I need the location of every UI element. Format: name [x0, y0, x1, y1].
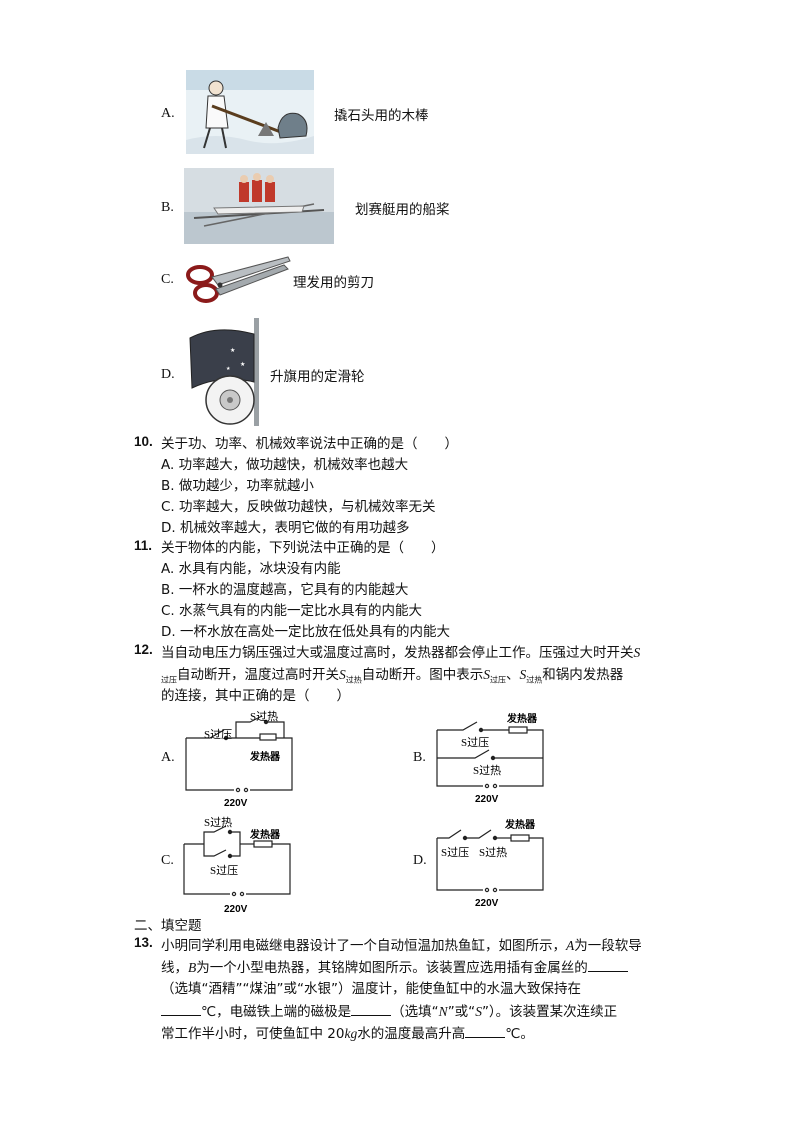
- circuit-c-diagram: S过热 发热器 S过压 220V: [183, 816, 291, 914]
- choice-c: C. 水蒸气具有的内能一定比水具有的内能大: [161, 603, 423, 619]
- option-letter: B.: [161, 200, 174, 215]
- q13-line3: （选填“酒精”“煤油”或“水银”）温度计，能使鱼缸中的水温大致保持在: [161, 981, 581, 997]
- svg-text:S过压: S过压: [441, 846, 469, 859]
- voltage-label: 220V: [224, 798, 248, 809]
- circuit-d-diagram: 发热器 S过压 S过热 220V: [436, 818, 544, 909]
- q13-line4: ℃，电磁铁上端的磁极是（选填“N”或“S”）。该装置某次连续正: [161, 1001, 617, 1023]
- svg-text:发热器: 发热器: [506, 712, 538, 725]
- circuit-b-diagram: 发热器 S过压 S过热 220V: [436, 712, 544, 805]
- option-letter: A.: [161, 106, 175, 121]
- svg-text:★: ★: [230, 347, 235, 354]
- svg-text:220V: 220V: [224, 904, 248, 914]
- option-letter: B.: [413, 750, 426, 765]
- question-number: 11.: [134, 538, 153, 553]
- question-number: 13.: [134, 935, 153, 950]
- s-guore-label: S过热: [250, 710, 278, 723]
- question-number: 12.: [134, 642, 153, 657]
- svg-text:S过压: S过压: [210, 864, 238, 877]
- svg-text:发热器: 发热器: [504, 818, 536, 831]
- question-stem-line2: 过压自动断开，温度过高时开关S过热自动断开。图中表示S过压、S过热和锅内发热器: [161, 667, 624, 685]
- question-stem-line1: 当自动电压力锅压强过大或温度过高时，发热器都会停止工作。压强过大时开关S: [161, 645, 641, 661]
- option-letter: D.: [413, 853, 427, 868]
- question-stem-line3: 的连接，其中正确的是（ ）: [161, 688, 350, 704]
- lever-photo-icon: [186, 70, 314, 154]
- choice-b: B. 一杯水的温度越高，它具有的内能越大: [161, 582, 409, 598]
- svg-text:S过热: S过热: [204, 816, 232, 829]
- q13-line2: 线，B为一个小型电热器，其铭牌如图所示。该装置应选用插有金属丝的: [161, 957, 628, 979]
- answer-blank[interactable]: [587, 958, 628, 972]
- flag-pulley-photo-icon: ★ ★ ★: [189, 318, 259, 426]
- svg-text:220V: 220V: [475, 794, 499, 805]
- q13-line5: 常工作半小时，可使鱼缸中 20kg水的温度最高升高℃。: [161, 1024, 534, 1042]
- option-caption: 理发用的剪刀: [293, 275, 374, 291]
- choice-a: A. 水具有内能，冰块没有内能: [161, 561, 341, 577]
- section-heading: 二、填空题: [134, 918, 202, 934]
- option-caption: 划赛艇用的船桨: [355, 202, 450, 218]
- svg-text:★: ★: [240, 361, 245, 368]
- svg-text:S过热: S过热: [473, 764, 501, 777]
- choice-b: B. 做功越少，功率就越小: [161, 478, 314, 494]
- option-letter: C.: [161, 853, 174, 868]
- option-caption: 升旗用的定滑轮: [270, 369, 365, 385]
- option-caption: 撬石头用的木棒: [334, 108, 429, 124]
- svg-text:S过压: S过压: [461, 736, 489, 749]
- circuit-a-diagram: S过压 S过热 发热器 220V: [185, 710, 293, 809]
- scissors-photo-icon: [186, 256, 291, 303]
- svg-text:S过热: S过热: [479, 846, 507, 859]
- option-letter: A.: [161, 750, 175, 765]
- question-stem: 关于物体的内能，下列说法中正确的是（ ）: [161, 540, 445, 556]
- heater-label: 发热器: [249, 750, 281, 763]
- svg-text:★: ★: [226, 366, 231, 372]
- answer-blank[interactable]: [465, 1024, 506, 1038]
- svg-text:发热器: 发热器: [249, 828, 281, 841]
- svg-text:220V: 220V: [475, 898, 499, 909]
- choice-a: A. 功率越大，做功越快，机械效率也越大: [161, 457, 409, 473]
- option-letter: C.: [161, 272, 174, 287]
- answer-blank[interactable]: [161, 1002, 201, 1016]
- question-stem: 关于功、功率、机械效率说法中正确的是（ ）: [161, 436, 458, 452]
- rowing-photo-icon: [184, 168, 334, 244]
- q13-line1: 小明同学利用电磁继电器设计了一个自动恒温加热鱼缸，如图所示，A为一段软导: [161, 938, 642, 954]
- question-number: 10.: [134, 434, 153, 449]
- choice-c: C. 功率越大，反映做功越快，与机械效率无关: [161, 499, 436, 515]
- s-guoya-label: S过压: [204, 728, 232, 741]
- choice-d: D. 一杯水放在高处一定比放在低处具有的内能大: [161, 624, 450, 640]
- option-letter: D.: [161, 367, 175, 382]
- answer-blank[interactable]: [351, 1002, 392, 1016]
- choice-d: D. 机械效率越大，表明它做的有用功越多: [161, 520, 410, 536]
